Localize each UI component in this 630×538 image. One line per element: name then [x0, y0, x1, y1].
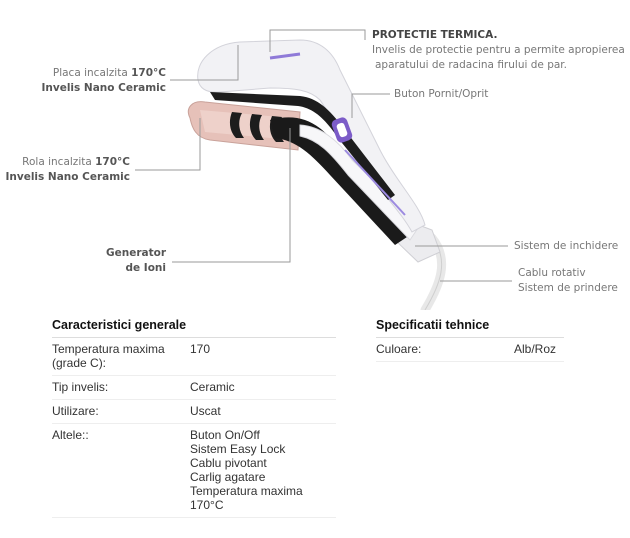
callout-placa: Placa incalzita 170°C Invelis Nano Ceram… — [20, 66, 166, 96]
spec-value-line: Temperatura maxima — [190, 484, 303, 498]
general-specs-table: Caracteristici generale Temperatura maxi… — [52, 318, 336, 518]
callout-placa-temp: 170°C — [131, 67, 166, 79]
spec-value-line: Sistem Easy Lock — [190, 442, 286, 456]
spec-row: Tip invelis: Ceramic — [52, 376, 336, 400]
callout-protectie-line2: aparatului de radacina firului de par. — [375, 59, 567, 71]
technical-specs-rows: Culoare: Alb/Roz — [376, 338, 564, 362]
spec-key: Utilizare: — [52, 404, 99, 418]
spec-key: Temperatura maxima (grade C): — [52, 342, 165, 370]
callout-placa-text: Placa incalzita — [52, 67, 132, 79]
callout-sistem-inchidere: Sistem de inchidere — [514, 240, 619, 252]
general-specs-title: Caracteristici generale — [52, 318, 336, 338]
callout-placa-coating: Invelis Nano Ceramic — [41, 82, 166, 94]
callout-buton: Buton Pornit/Oprit — [394, 88, 489, 100]
callout-cablu: Cablu rotativ Sistem de prindere — [518, 266, 618, 296]
callout-rola: Rola incalzita 170°C Invelis Nano Cerami… — [0, 155, 130, 185]
callout-protectie-line1: Invelis de protectie pentru a permite ap… — [372, 44, 625, 56]
spec-value: Alb/Roz — [514, 342, 556, 356]
spec-value: 170 — [190, 342, 210, 356]
callout-generator: Generator de Ioni — [80, 246, 166, 276]
spec-value-line: Alb/Roz — [514, 342, 557, 356]
spec-value-line: Carlig agatare — [190, 470, 266, 484]
spec-value: Uscat — [190, 404, 221, 418]
callout-generator-line2: de Ioni — [125, 262, 167, 274]
spec-row: Culoare: Alb/Roz — [376, 338, 564, 362]
spec-key: Culoare: — [376, 342, 422, 356]
spec-value-line: Uscat — [190, 404, 221, 418]
callout-protectie-title: PROTECTIE TERMICA. — [372, 29, 498, 41]
spec-value-line: Buton On/Off — [190, 428, 260, 442]
spec-key: Altele:: — [52, 428, 89, 442]
spec-value-line: 170 — [190, 342, 211, 356]
callout-rola-temp: 170°C — [95, 156, 130, 168]
callout-cablu-line2: Sistem de prindere — [518, 282, 618, 294]
callout-generator-line1: Generator — [105, 247, 166, 259]
spec-value-line: Ceramic — [190, 380, 235, 394]
spec-value-line: 170°C — [190, 498, 224, 512]
lower-arm — [270, 117, 410, 245]
spec-value: Ceramic — [190, 380, 235, 394]
technical-specs-table: Specificatii tehnice Culoare: Alb/Roz — [376, 318, 564, 362]
spec-row: Utilizare: Uscat — [52, 400, 336, 424]
callout-protectie: PROTECTIE TERMICA. Invelis de protectie … — [372, 28, 627, 73]
callout-rola-coating: Invelis Nano Ceramic — [5, 171, 130, 183]
spec-value-line: Cablu pivotant — [190, 456, 267, 470]
technical-specs-title: Specificatii tehnice — [376, 318, 564, 338]
accent-stripe — [269, 52, 301, 60]
callout-rola-text: Rola incalzita — [22, 156, 96, 168]
callout-cablu-line1: Cablu rotativ — [518, 267, 586, 279]
spec-key: Tip invelis: — [52, 380, 109, 394]
spec-row: Temperatura maxima (grade C): 170 — [52, 338, 336, 376]
